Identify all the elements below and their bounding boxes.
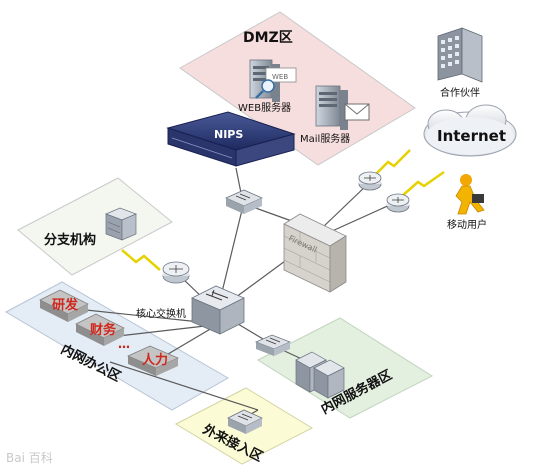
mail-server-icon — [315, 85, 370, 130]
link-core-finance — [117, 325, 206, 337]
mobile-user-icon — [455, 174, 485, 215]
router-core-icon — [162, 261, 190, 284]
internet-label: Internet — [437, 127, 506, 145]
link-firewall-router2 — [329, 203, 393, 233]
link-core-guest — [109, 361, 259, 411]
branch-server-icon — [105, 207, 137, 241]
intranet-server-icon — [295, 351, 345, 399]
branch-zone-label: 分支机构 — [44, 232, 96, 248]
core-switch-icon — [191, 285, 245, 335]
link-firewall-router1 — [321, 183, 369, 229]
link-switch-core — [221, 209, 243, 293]
mobile-user-label: 移动用户 — [447, 218, 487, 231]
firewall-icon — [283, 213, 347, 293]
hr-department-label: 人力 — [142, 352, 168, 368]
lightning-bolt-router2 — [401, 170, 445, 197]
server-switch-icon — [254, 334, 292, 356]
web-tag-label: WEB — [272, 73, 288, 81]
nips-label: NIPS — [214, 128, 243, 141]
lightning-bolt-branch — [121, 249, 161, 271]
rd-department-label: 研发 — [52, 297, 79, 313]
branch-zone-panel — [17, 177, 173, 276]
finance-department-block — [75, 313, 125, 346]
server-zone-panel — [256, 317, 434, 419]
internet-cloud-icon — [423, 104, 517, 157]
department-ellipsis: … — [118, 337, 130, 351]
partner-label: 合作伙伴 — [440, 86, 480, 99]
hr-department-block — [127, 345, 179, 376]
rd-department-block — [39, 289, 89, 322]
nips-switch-icon — [225, 189, 263, 214]
partner-building-icon — [437, 27, 483, 83]
guest-switch-icon — [227, 409, 263, 434]
lightning-bolt-router1 — [373, 149, 411, 177]
core-switch-label: 核心交换机 — [136, 307, 186, 320]
finance-department-label: 财务 — [90, 322, 117, 338]
link-core-rd — [85, 309, 201, 323]
mail-server-label: Mail服务器 — [300, 132, 350, 145]
nips-appliance-icon — [166, 111, 296, 167]
web-server-icon: WEB — [249, 59, 297, 102]
web-server-label: WEB服务器 — [238, 101, 291, 114]
router-internet-2-icon — [386, 193, 410, 213]
dmz-zone-label: DMZ区 — [243, 30, 293, 46]
router-internet-1-icon — [358, 171, 382, 191]
baike-watermark: Bai 百科 — [6, 451, 53, 465]
